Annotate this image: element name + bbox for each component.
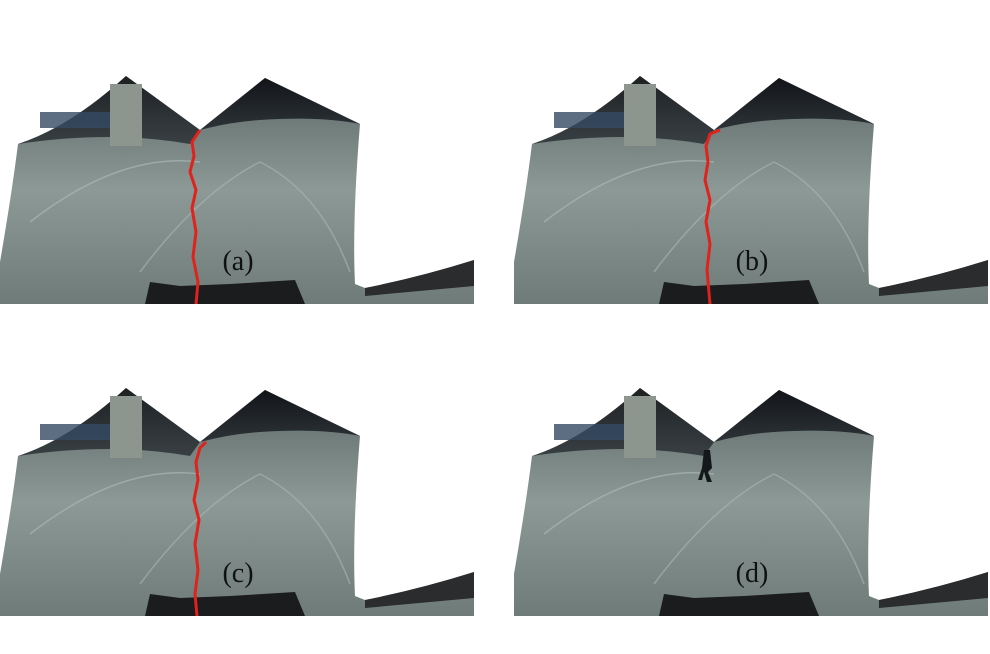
floor-arc	[29, 160, 201, 223]
stitched-panorama-image-a	[0, 76, 474, 305]
camera-rig	[879, 572, 988, 608]
floor-arc	[139, 161, 261, 273]
ceiling-region-left	[18, 388, 200, 456]
pillar	[624, 84, 656, 146]
camera-rig	[879, 260, 988, 296]
figure-panel-c: (c)	[0, 384, 476, 654]
panel-caption: (b)	[735, 246, 769, 277]
panel-caption: (a)	[222, 246, 254, 277]
floor-arc	[773, 473, 865, 585]
camera-rig	[365, 260, 474, 296]
ceiling-region-left	[532, 76, 714, 144]
panel-caption: (c)	[222, 558, 254, 589]
floor-arc	[29, 472, 201, 535]
figure-panel-d: (d)	[514, 384, 990, 654]
floor-arc	[259, 473, 351, 585]
floor-arc	[259, 161, 351, 273]
window-strip	[40, 424, 110, 440]
camera-rig	[659, 592, 819, 616]
ceiling-region-right	[714, 390, 874, 442]
panel-caption: (d)	[735, 558, 769, 589]
ceiling-region-right	[714, 78, 874, 130]
floor-arc	[773, 161, 865, 273]
seam-line	[188, 129, 202, 305]
floor-arc	[653, 473, 775, 585]
seam-line	[192, 440, 208, 617]
stitched-panorama-image-d	[514, 388, 988, 616]
ceiling-region-left	[18, 76, 200, 144]
camera-rig	[659, 280, 819, 304]
camera-rig	[145, 592, 305, 616]
floor-arc	[139, 473, 261, 585]
window-strip	[554, 112, 624, 128]
floor-arc	[543, 160, 715, 223]
figure-panel-a: (a)	[0, 72, 476, 342]
pillar	[624, 396, 656, 458]
floor-arc	[543, 472, 715, 535]
camera-rig	[145, 280, 305, 304]
window-strip	[554, 424, 624, 440]
ceiling-region-right	[200, 78, 360, 130]
floor-arc	[653, 161, 775, 273]
ceiling-region-right	[200, 390, 360, 442]
person-figure	[698, 450, 712, 482]
camera-rig	[365, 572, 474, 608]
seam-line	[703, 128, 721, 305]
window-strip	[40, 112, 110, 128]
figure-panel-b: (b)	[514, 72, 990, 342]
stitched-panorama-image-b	[514, 76, 988, 305]
pillar	[110, 396, 142, 458]
ceiling-region-left	[532, 388, 714, 456]
pillar	[110, 84, 142, 146]
stitched-panorama-image-c	[0, 388, 474, 617]
